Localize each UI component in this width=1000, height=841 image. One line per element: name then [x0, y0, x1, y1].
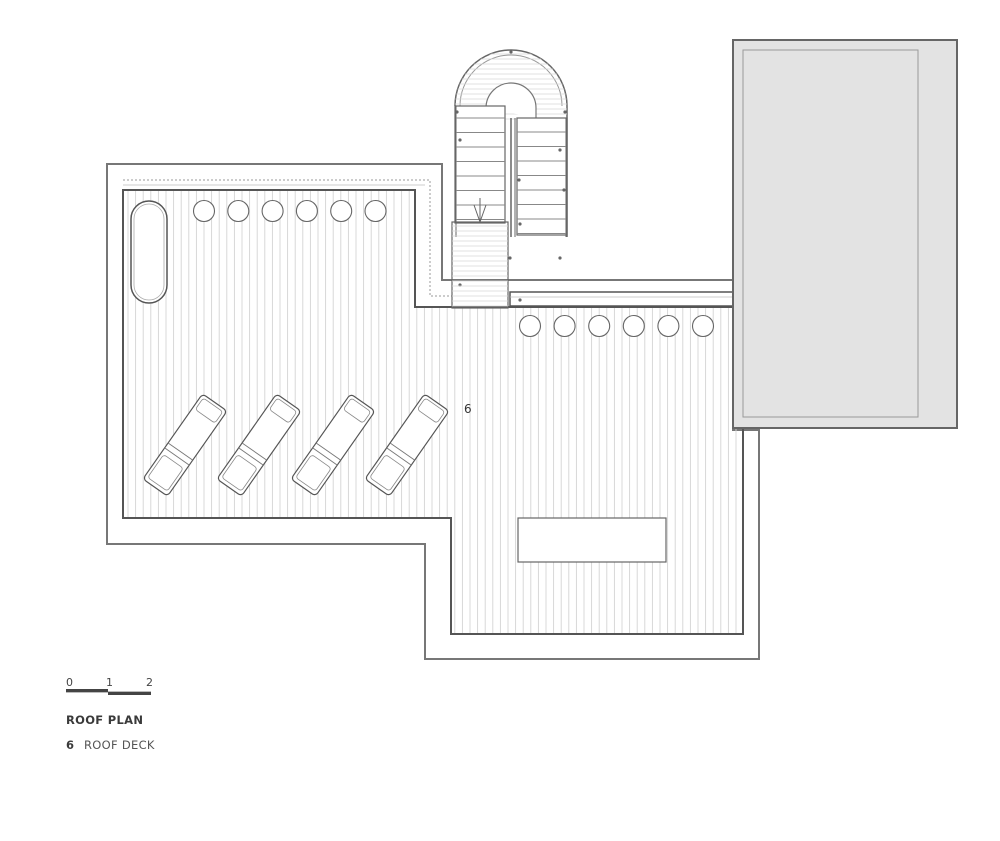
stool [518, 314, 542, 338]
room-tag: 6 [464, 402, 472, 416]
bench [517, 517, 667, 563]
rail-post [518, 222, 522, 226]
planter-inner [133, 203, 165, 301]
plan-title: ROOF PLAN [66, 713, 144, 727]
stool [657, 314, 680, 338]
stair-arch-outer [454, 49, 568, 237]
rail-post [518, 298, 522, 302]
stool [364, 199, 387, 223]
stool [588, 314, 611, 338]
stool [622, 314, 645, 338]
lounge-chair [217, 394, 301, 496]
stool [553, 314, 576, 338]
rail-post [562, 188, 566, 192]
stool [192, 199, 216, 223]
stool [227, 199, 250, 223]
stool [261, 199, 284, 223]
rail-post [458, 138, 462, 142]
parapet-dashed-line [123, 179, 452, 297]
stair [451, 49, 568, 309]
lounge-chair [365, 394, 449, 496]
legend-label: ROOF DECK [84, 738, 155, 752]
lounge-chair [143, 394, 227, 496]
outer-parapet [106, 163, 760, 660]
adjacent-roof-inset [742, 49, 919, 418]
rail-post [517, 178, 521, 182]
lounge-chair [291, 394, 375, 496]
adjacent-roof [732, 39, 958, 429]
stair-flight-right [516, 117, 568, 236]
scale-label-0: 0 [66, 676, 74, 689]
stool [691, 314, 715, 338]
stair-bottom-run [451, 221, 509, 309]
rail-post [558, 256, 562, 260]
scale-label-1: 1 [106, 676, 114, 689]
stool [295, 199, 318, 223]
rail-post [508, 256, 512, 260]
rail-post [509, 50, 513, 54]
planter [130, 200, 168, 304]
rail-post [455, 110, 459, 114]
legend-number: 6 [66, 738, 75, 752]
stool [330, 199, 353, 223]
scale-bar [66, 689, 151, 695]
rail-post [563, 110, 567, 114]
scale-label-2: 2 [146, 676, 154, 689]
roof-strip-right [509, 291, 735, 307]
rail-post [558, 148, 562, 152]
